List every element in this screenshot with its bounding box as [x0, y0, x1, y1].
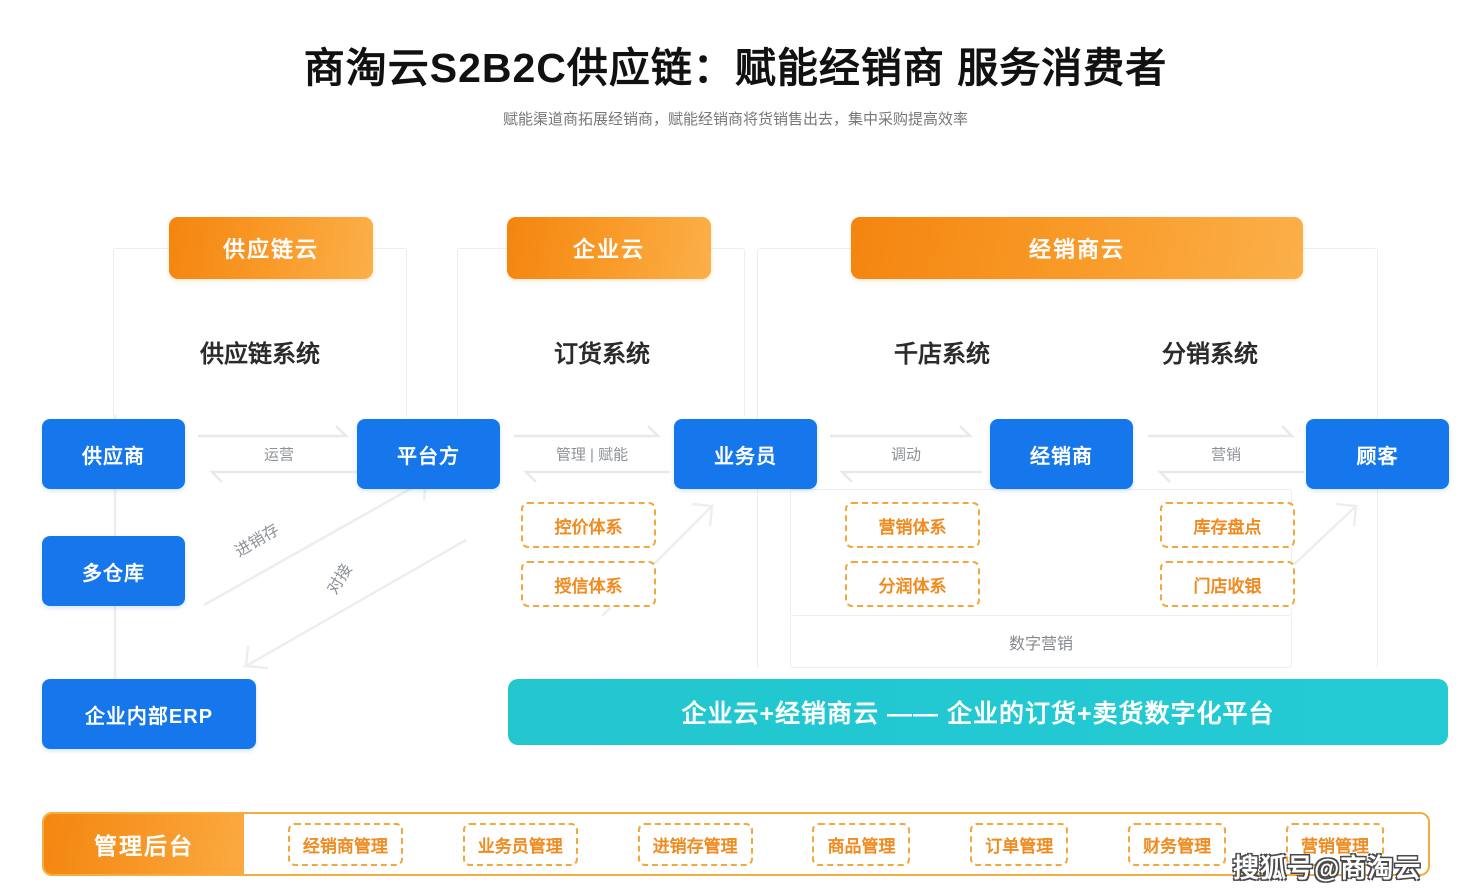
- admin-item-inventory-management[interactable]: 进销存管理: [637, 822, 753, 866]
- double-arrow-icon: [198, 425, 360, 483]
- admin-item-product-management[interactable]: 商品管理: [812, 822, 911, 866]
- system-caption-supply-chain: 供应链系统: [200, 341, 320, 368]
- double-arrow-icon: [830, 425, 982, 483]
- role-chip-warehouse-label: 多仓库: [82, 562, 145, 585]
- system-caption-distribution: 分销系统: [1162, 341, 1258, 368]
- role-chip-dealer[interactable]: 经销商: [990, 419, 1133, 489]
- capability-tag-store-cashier[interactable]: 门店收银: [1160, 561, 1295, 607]
- cyan-platform-banner-label: 企业云+经销商云 —— 企业的订货+卖货数字化平台: [681, 700, 1275, 728]
- role-chip-internal-erp-label: 企业内部ERP: [84, 705, 214, 728]
- cloud-header-dealer-label: 经销商云: [1028, 237, 1125, 262]
- admin-backend-items: 经销商管理 业务员管理 进销存管理 商品管理 订单管理 财务管理 营销管理: [244, 814, 1428, 874]
- admin-item-marketing-management[interactable]: 营销管理: [1285, 822, 1384, 866]
- admin-item-salesman-management[interactable]: 业务员管理: [462, 822, 578, 866]
- role-chip-platform-label: 平台方: [397, 445, 460, 468]
- role-chip-customer[interactable]: 顾客: [1306, 419, 1449, 489]
- admin-backend-title-label: 管理后台: [94, 833, 194, 859]
- cyan-platform-banner: 企业云+经销商云 —— 企业的订货+卖货数字化平台: [508, 679, 1448, 745]
- role-chip-supplier[interactable]: 供应商: [42, 419, 185, 489]
- cloud-header-enterprise-label: 企业云: [572, 237, 645, 262]
- connector-marketing: 营销: [1146, 424, 1306, 484]
- capability-tag-inventory-count-label: 库存盘点: [1193, 517, 1262, 537]
- admin-item-dealer-management[interactable]: 经销商管理: [287, 822, 403, 866]
- admin-item-order-management[interactable]: 订单管理: [970, 822, 1069, 866]
- capability-tag-credit-label: 授信体系: [554, 576, 623, 596]
- capability-tag-profit-sharing-label: 分润体系: [878, 576, 947, 596]
- page-title: 商淘云S2B2C供应链：赋能经销商 服务消费者: [303, 45, 1168, 91]
- admin-backend-title: 管理后台: [44, 814, 244, 874]
- role-chip-supplier-label: 供应商: [82, 445, 145, 468]
- page-subtitle: 赋能渠道商拓展经销商，赋能经销商将货销售出去，集中采购提高效率: [502, 111, 968, 128]
- capability-tag-marketing-system-label: 营销体系: [878, 517, 947, 537]
- connector-operations: 运营: [196, 424, 362, 484]
- double-arrow-icon: [1148, 425, 1304, 483]
- capability-tag-inventory-count[interactable]: 库存盘点: [1160, 502, 1295, 548]
- cloud-header-supply-chain[interactable]: 供应链云: [169, 217, 373, 279]
- connector-mobilize-label: 调动: [828, 443, 984, 465]
- capability-tag-credit[interactable]: 授信体系: [521, 561, 656, 607]
- system-caption-thousand-store: 千店系统: [894, 341, 990, 368]
- role-chip-platform[interactable]: 平台方: [357, 419, 500, 489]
- role-chip-customer-label: 顾客: [1356, 445, 1399, 468]
- capability-tag-profit-sharing[interactable]: 分润体系: [845, 561, 980, 607]
- capability-tag-marketing-system[interactable]: 营销体系: [845, 502, 980, 548]
- capability-tag-store-cashier-label: 门店收银: [1193, 576, 1262, 596]
- admin-backend-bar: 管理后台 经销商管理 业务员管理 进销存管理 商品管理 订单管理 财务管理 营销…: [42, 812, 1430, 876]
- connector-manage-empower: 管理 | 赋能: [512, 424, 672, 484]
- role-chip-warehouse[interactable]: 多仓库: [42, 536, 185, 606]
- cloud-header-dealer[interactable]: 经销商云: [851, 217, 1303, 279]
- connector-marketing-label: 营销: [1146, 443, 1306, 465]
- admin-item-finance-management[interactable]: 财务管理: [1128, 822, 1227, 866]
- connector-mobilize: 调动: [828, 424, 984, 484]
- cloud-header-supply-chain-label: 供应链云: [222, 237, 319, 262]
- double-arrow-icon: [514, 425, 670, 483]
- digital-marketing-label-wrap: 数字营销: [790, 616, 1292, 668]
- watermark: 搜狐号@商淘云: [1233, 853, 1422, 883]
- role-chip-salesman[interactable]: 业务员: [674, 419, 817, 489]
- connector-manage-empower-label: 管理 | 赋能: [512, 443, 672, 465]
- system-caption-order: 订货系统: [554, 341, 650, 368]
- capability-tag-price-control[interactable]: 控价体系: [521, 502, 656, 548]
- capability-tag-price-control-label: 控价体系: [554, 517, 623, 537]
- digital-marketing-label: 数字营销: [1008, 635, 1073, 653]
- cloud-header-enterprise[interactable]: 企业云: [507, 217, 711, 279]
- role-chip-internal-erp[interactable]: 企业内部ERP: [42, 679, 256, 749]
- frame-dealer-cloud-bottom-left: [757, 600, 759, 668]
- connector-operations-label: 运营: [196, 443, 362, 465]
- role-chip-salesman-label: 业务员: [714, 445, 777, 468]
- role-chip-dealer-label: 经销商: [1030, 445, 1093, 468]
